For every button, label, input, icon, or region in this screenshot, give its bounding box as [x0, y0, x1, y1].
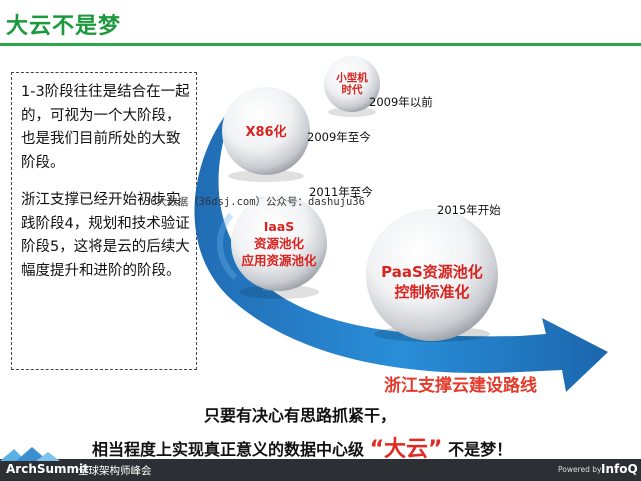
title-divider: [0, 43, 641, 46]
watermark-text: 36大数据（36dsj.com）公众号：dashuju36: [144, 196, 365, 208]
powered-by-label: Powered by: [558, 465, 602, 474]
stage-ball-x86-shadow: [228, 170, 304, 182]
slogan-line-2: 相当程度上实现真正意义的数据中心级 “大云” 不是梦！: [92, 430, 512, 462]
slogan-line-1: 只要有决心有思路抓紧干，: [204, 406, 397, 425]
stage-label-minicomputer: 小型机 时代: [327, 72, 377, 96]
infoq-logo: InfoQ: [601, 462, 638, 476]
stage-period-label: 2015年开始: [437, 203, 501, 217]
slide-title: 大云不是梦: [6, 14, 122, 39]
stage-period-label: 2011年至今: [309, 185, 373, 199]
description-box: 1-3阶段往往是结合在一起的，可视为一个大阶段，也是我们目前所处的大致阶段。 浙…: [11, 72, 197, 370]
stage-name-line: 应用资源池化: [241, 253, 317, 268]
stage-period-label: 2009年至今: [307, 130, 371, 144]
description-paragraph-1: 1-3阶段往往是结合在一起的，可视为一个大阶段，也是我们目前所处的大致阶段。: [21, 84, 190, 171]
stage-ball-iaas: [231, 195, 327, 291]
stage-label-iaas: IaaS 资源池化 应用资源池化: [232, 218, 326, 269]
slogan-prefix: 相当程度上实现真正意义的数据中心级: [92, 440, 365, 459]
stage-name-line: 资源池化: [253, 236, 304, 251]
footer-bar: ArchSummit 全球架构师峰会 Powered by InfoQ: [0, 447, 641, 481]
archsummit-subtitle: 全球架构师峰会: [78, 465, 152, 477]
slogan-highlight: “大云”: [369, 437, 443, 462]
stage-name-line: 控制标准化: [394, 283, 470, 301]
stage-name-line: IaaS: [263, 219, 295, 234]
archsummit-mountain-icon: [0, 447, 60, 461]
description-paragraph-2: 浙江支撑已经开始初步实践阶段4，规划和技术验证阶段5，这将是云的后续大幅度提升和…: [21, 192, 190, 279]
stage-name-line: 时代: [341, 84, 363, 96]
roadmap-arrow: [194, 102, 608, 392]
stage-period-label: 2009年以前: [369, 95, 433, 109]
stage-ball-x86: [222, 87, 310, 175]
stage-ball-minicomputer: [324, 56, 380, 112]
stage-label-paas: PaaS资源池化 控制标准化: [372, 262, 492, 302]
stage-ball-paas: [366, 209, 498, 341]
archsummit-logo: ArchSummit: [6, 462, 89, 476]
slogan-suffix: 不是梦！: [448, 440, 513, 459]
stage-label-x86: X86化: [245, 125, 287, 140]
stage-ball-iaas-shadow: [239, 285, 319, 299]
stage-name-line: 小型机: [336, 72, 368, 84]
roadmap-title: 浙江支撑云建设路线: [384, 376, 537, 396]
stage-name-line: PaaS资源池化: [381, 263, 483, 281]
